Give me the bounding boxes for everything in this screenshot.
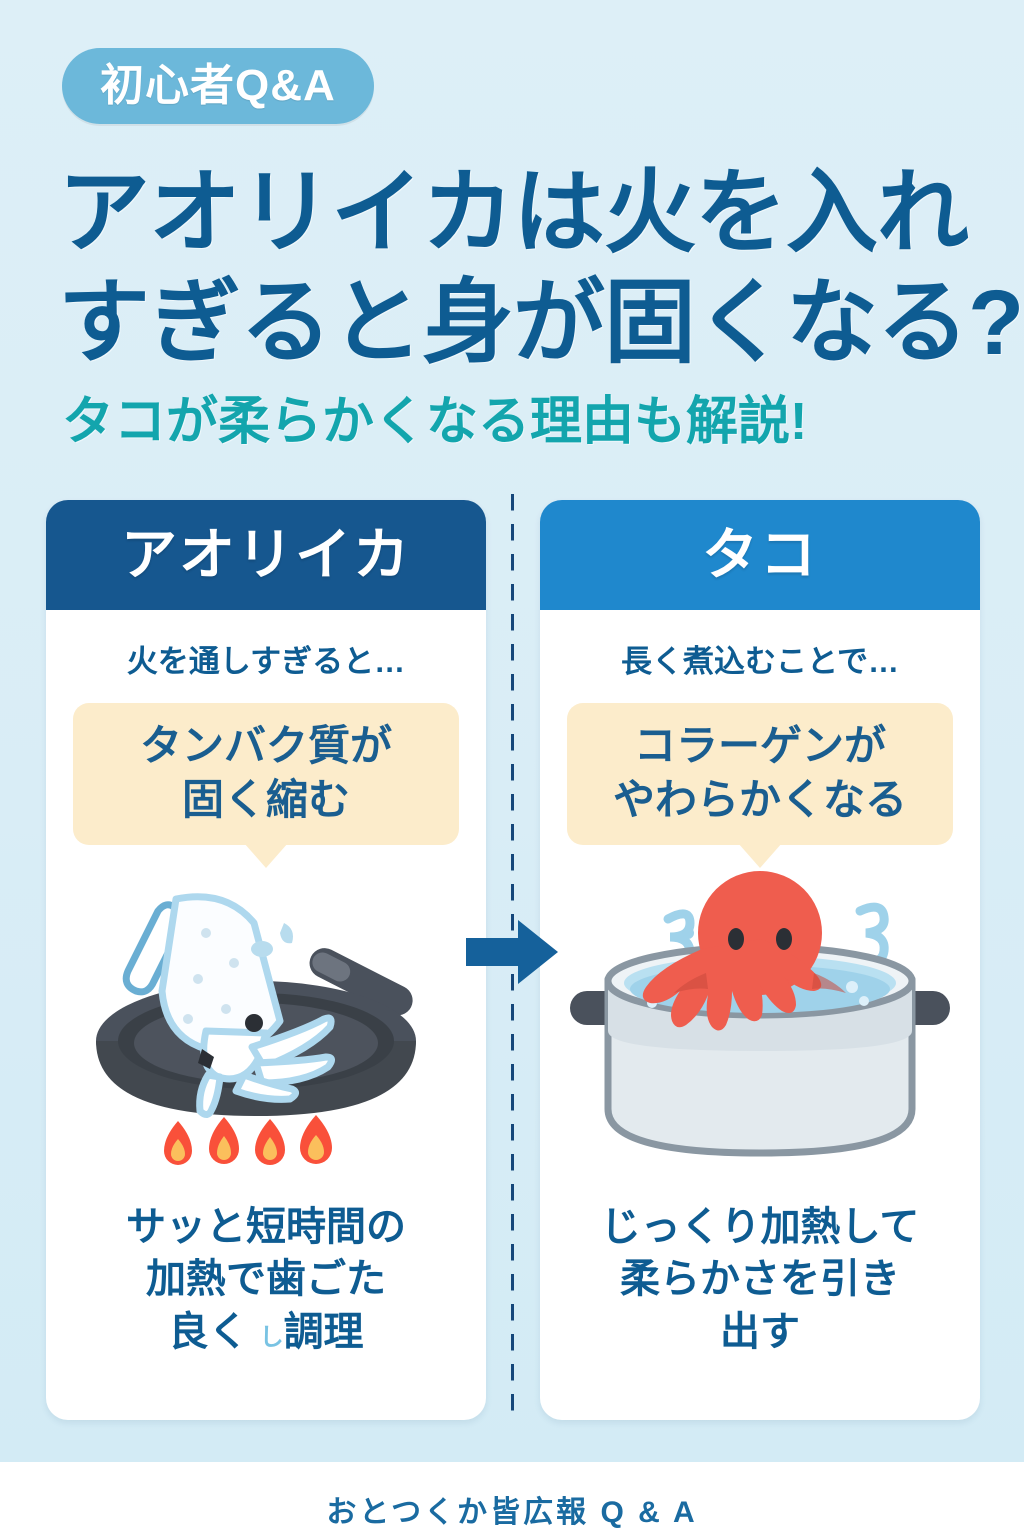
card-octopus-header: タコ: [540, 500, 980, 610]
category-badge-label: 初心者Q&A: [100, 61, 336, 110]
page-title-line-2: すぎると身が固くなる?: [58, 272, 1024, 375]
card-squid: アオリイカ 火を通しすぎると… タンバク質が 固く縮む: [46, 500, 486, 1420]
card-octopus-bubble: コラーゲンが やわらかくなる: [567, 703, 953, 868]
card-squid-caption-line-3: 良く し調理: [64, 1306, 468, 1359]
card-squid-bubble-line-1: タンバク質が: [139, 722, 392, 769]
card-squid-caption-line-2: 加熱で歯ごた: [146, 1257, 386, 1302]
card-octopus-caption-line-3: 出す: [720, 1310, 800, 1355]
card-squid-bubble-line-2: 固く縮む: [181, 775, 350, 823]
squid-in-frying-pan-icon: [46, 871, 486, 1191]
card-octopus-bubble-line-2: やわらかくなる: [612, 775, 907, 823]
card-octopus: タコ 長く煮込むことで… コラーゲンが やわらかくなる: [540, 500, 980, 1420]
card-squid-lead: 火を通しすぎると…: [126, 644, 406, 679]
octopus-in-pot-icon: [540, 870, 980, 1191]
page-subtitle: タコが柔らかくなる理由も解説!: [62, 393, 808, 451]
transition-arrow: [466, 918, 558, 986]
footer-strip: [0, 1462, 1024, 1536]
category-badge: 初心者Q&A: [62, 48, 374, 124]
card-octopus-bubble-line-1: コラーゲンが: [633, 722, 886, 769]
card-squid-header: アオリイカ: [46, 500, 486, 610]
card-squid-bubble: タンバク質が 固く縮む: [73, 703, 459, 868]
card-squid-header-label: アオリイカ: [121, 523, 411, 586]
card-octopus-lead: 長く煮込むことで…: [620, 644, 900, 679]
page-title: アオリイカは火を入れ すぎると身が固くなる?: [58, 158, 1024, 379]
card-squid-caption: サッと短時間の 加熱で歯ごた 良く し調理: [46, 1201, 486, 1359]
card-octopus-caption: じっくり加熱して 柔らかさを引き 出す: [540, 1201, 980, 1359]
card-squid-caption-line-1: サッと短時間の: [126, 1204, 406, 1249]
card-squid-caption-line-3-text: 良く: [168, 1310, 249, 1355]
card-octopus-header-label: タコ: [702, 523, 818, 586]
card-squid-caption-ghost-char: し: [259, 1324, 284, 1352]
card-octopus-caption-line-1: じっくり加熱して: [600, 1204, 920, 1249]
card-squid-caption-line-3-tail: 調理: [283, 1310, 364, 1355]
page-title-line-1: アオリイカは火を入れ: [58, 162, 969, 264]
card-octopus-caption-line-2: 柔らかさを引き: [620, 1257, 900, 1302]
card-octopus-bubble-tail: [738, 842, 782, 868]
footer-label: おとつくか皆広報 Q & A: [326, 1496, 698, 1529]
card-squid-bubble-tail: [244, 842, 288, 868]
